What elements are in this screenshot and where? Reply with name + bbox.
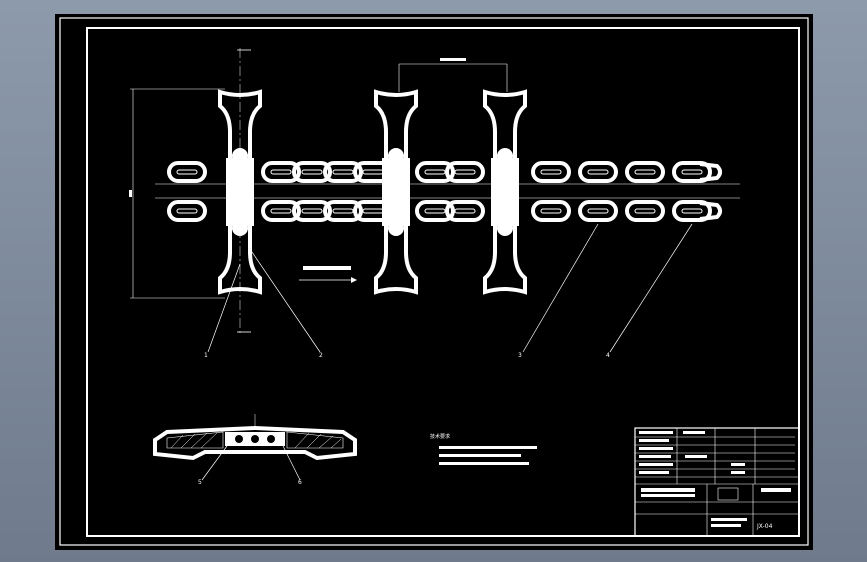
inner-frame [86, 27, 800, 537]
leader-1 [207, 263, 241, 353]
leader-2 [251, 251, 321, 353]
leader-3 [522, 223, 599, 353]
balloon-6: 6 [298, 479, 302, 486]
balloon-5: 5 [198, 479, 202, 486]
technical-notes-heading: 技术要求 [430, 434, 451, 440]
cad-drawing [59, 17, 809, 546]
balloon-3: 3 [518, 352, 522, 359]
balloon-1: 1 [204, 352, 208, 359]
leader-4 [609, 223, 693, 353]
balloon-2: 2 [319, 352, 323, 359]
section-view [153, 414, 357, 461]
balloon-4: 4 [606, 352, 610, 359]
drawing-sheet[interactable]: 1 2 3 4 5 6 技术要求 JX-04 [55, 14, 813, 550]
title-block [634, 427, 800, 537]
drawing-number: JX-04 [757, 523, 773, 530]
outer-frame [59, 17, 809, 546]
